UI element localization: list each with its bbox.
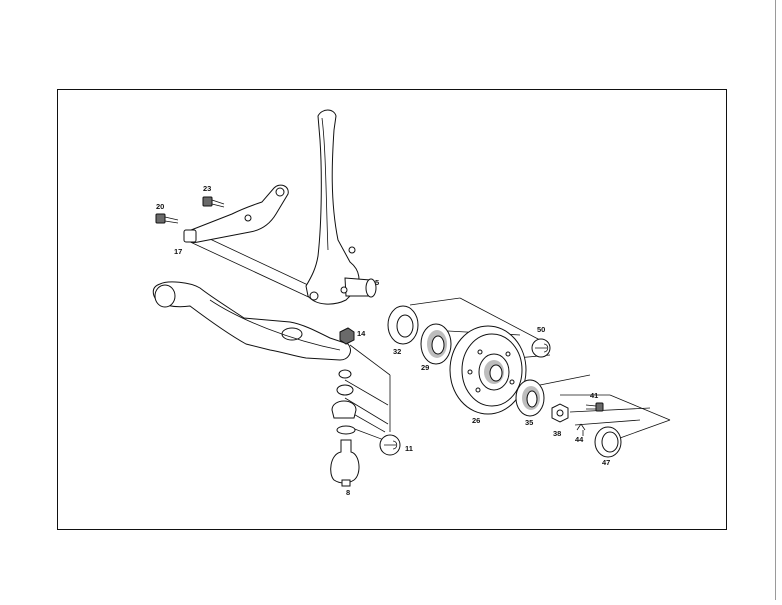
callout-5: 5 — [375, 278, 379, 287]
bearing-29 — [420, 323, 452, 365]
nut-14 — [339, 327, 355, 345]
diagram-frame — [57, 89, 727, 530]
callout-32: 32 — [393, 347, 401, 356]
callout-labels: 20 23 17 5 14 32 29 50 26 35 41 38 44 47… — [156, 184, 610, 497]
bolt-20 — [155, 213, 179, 224]
hub-rotor-26 — [449, 325, 527, 415]
lower-control-arm — [152, 281, 351, 361]
ball-joint-stack — [330, 369, 360, 487]
wrench-in-circle-icon — [379, 434, 401, 456]
nut-38 — [551, 403, 569, 423]
callout-50: 50 — [537, 325, 545, 334]
callout-38: 38 — [553, 429, 561, 438]
wrench-in-circle-icon — [531, 338, 551, 358]
callout-29: 29 — [421, 363, 429, 372]
callout-44: 44 — [575, 435, 584, 444]
callout-41: 41 — [590, 391, 598, 400]
page-edge-line — [775, 0, 776, 600]
callout-20: 20 — [156, 202, 164, 211]
bolt-41 — [585, 402, 604, 412]
callout-35: 35 — [525, 418, 533, 427]
callout-23: 23 — [203, 184, 211, 193]
callout-8: 8 — [346, 488, 350, 497]
callout-11: 11 — [405, 444, 413, 453]
seal-32 — [387, 305, 419, 345]
steering-knuckle — [305, 109, 377, 305]
callout-47: 47 — [602, 458, 610, 467]
bolt-23 — [202, 196, 225, 208]
bearing-35 — [515, 379, 545, 417]
callout-14: 14 — [357, 329, 366, 338]
callout-26: 26 — [472, 416, 480, 425]
cotter-pin-44 — [576, 423, 586, 436]
upper-control-arm — [183, 184, 289, 243]
grease-cap-47 — [594, 426, 622, 458]
callout-17: 17 — [174, 247, 182, 256]
